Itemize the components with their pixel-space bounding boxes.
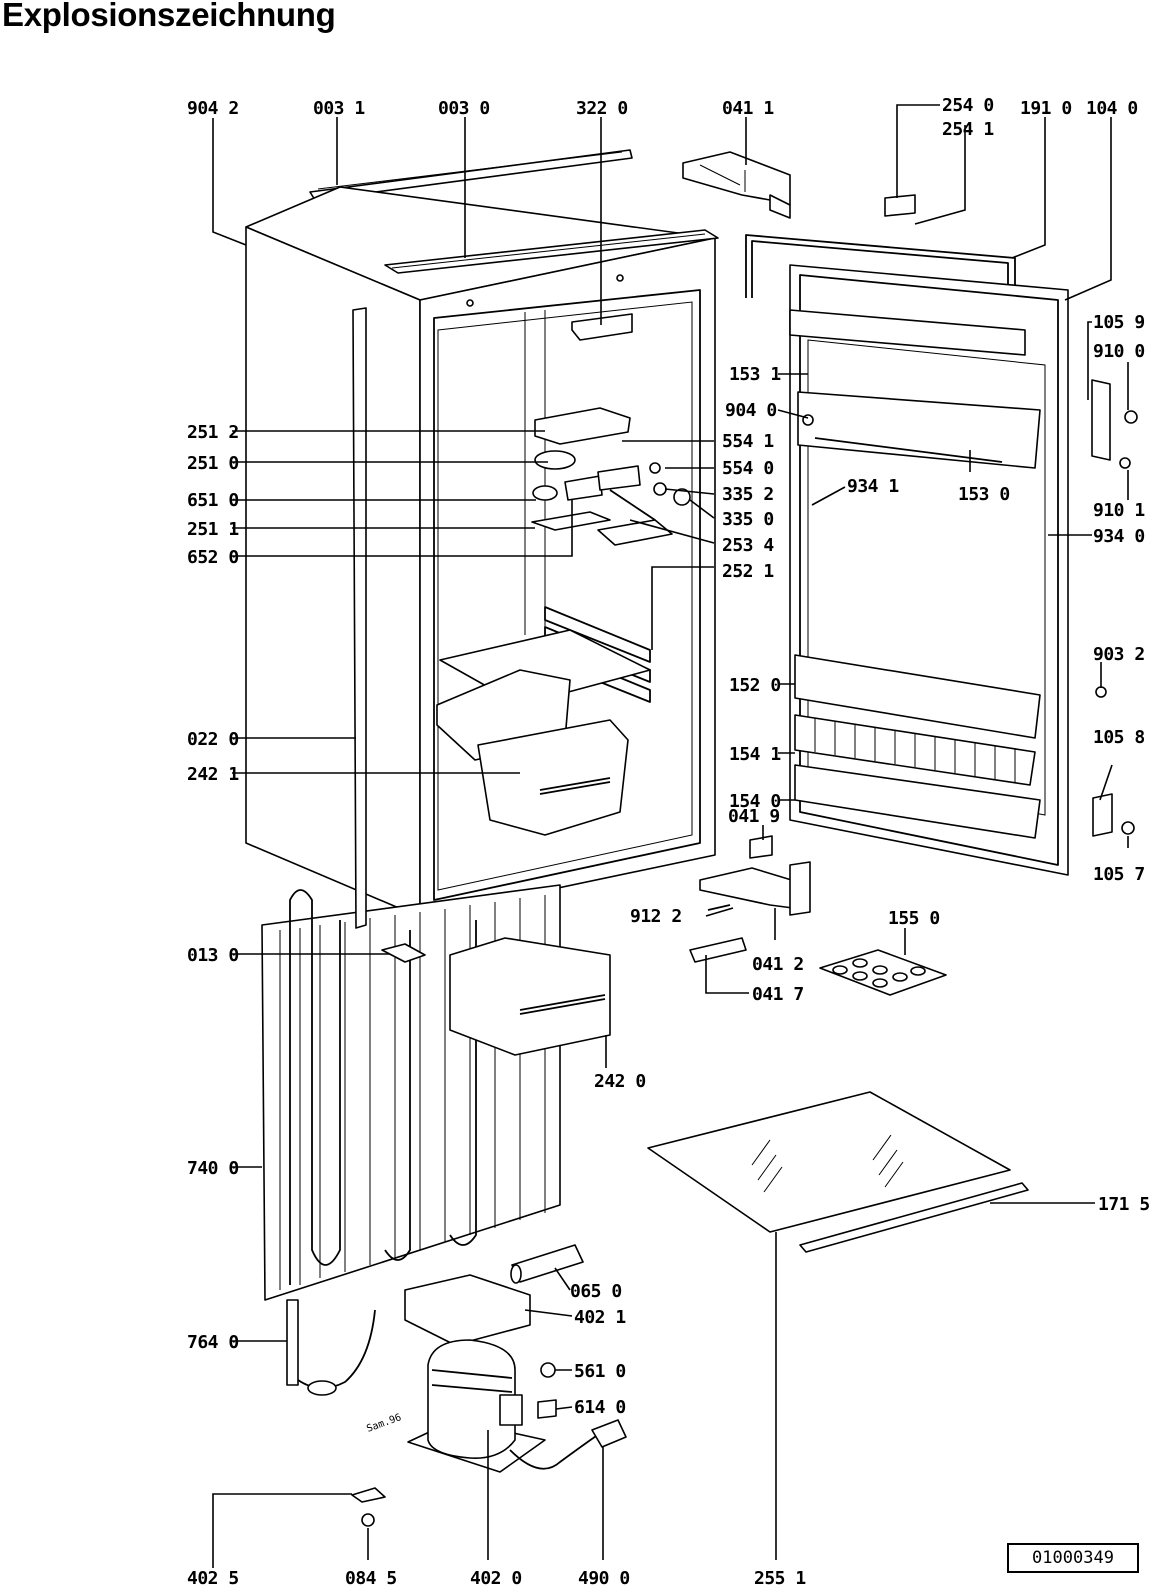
part-drain-tube: [352, 307, 367, 929]
label-041-1: 041 1: [722, 98, 774, 119]
part-grommet: [361, 1513, 375, 1527]
label-651-0: 651 0: [187, 490, 239, 511]
label-191-0: 191 0: [1020, 98, 1072, 119]
document-number-box: 01000349: [1007, 1543, 1139, 1573]
label-904-2: 904 2: [187, 98, 239, 119]
part-561-0: [540, 1362, 556, 1378]
label-335-2: 335 2: [722, 484, 774, 505]
label-402-5: 402 5: [187, 1568, 239, 1586]
label-934-1: 934 1: [847, 476, 899, 497]
part-labels: 904 2 003 1 003 0 322 0 041 1 254 0 254 …: [187, 95, 1150, 1586]
label-912-2: 912 2: [630, 906, 682, 927]
label-105-8: 105 8: [1093, 727, 1145, 748]
stamp-text: Sam.96: [365, 1412, 403, 1435]
label-561-0: 561 0: [574, 1361, 626, 1382]
part-egg-tray: [819, 949, 947, 996]
label-614-0: 614 0: [574, 1397, 626, 1418]
part-glass-shelf: [647, 1091, 1029, 1253]
label-152-0: 152 0: [729, 675, 781, 696]
label-322-0: 322 0: [576, 98, 628, 119]
label-910-1: 910 1: [1093, 500, 1145, 521]
label-934-0: 934 0: [1093, 526, 1145, 547]
label-065-0: 065 0: [570, 1281, 622, 1302]
part-power-cable: [509, 1419, 627, 1470]
label-652-0: 652 0: [187, 547, 239, 568]
label-490-0: 490 0: [578, 1568, 630, 1586]
label-252-1: 252 1: [722, 561, 774, 582]
label-041-2: 041 2: [752, 954, 804, 975]
label-254-1: 254 1: [942, 119, 994, 140]
label-554-0: 554 0: [722, 458, 774, 479]
label-402-0: 402 0: [470, 1568, 522, 1586]
label-003-1: 003 1: [313, 98, 365, 119]
leader-lines: [212, 104, 1129, 1568]
label-022-0: 022 0: [187, 729, 239, 750]
label-105-7: 105 7: [1093, 864, 1145, 885]
label-013-0: 013 0: [187, 945, 239, 966]
label-903-2: 903 2: [1093, 644, 1145, 665]
part-small-hardware: [802, 194, 1138, 837]
label-402-1: 402 1: [574, 1307, 626, 1328]
part-filter: [510, 1244, 584, 1284]
part-door: [789, 264, 1069, 876]
label-105-9: 105 9: [1093, 312, 1145, 333]
label-104-0: 104 0: [1086, 98, 1138, 119]
part-hinge-top: [682, 151, 791, 219]
part-hinge-bottom: [689, 835, 811, 963]
label-251-2: 251 2: [187, 422, 239, 443]
label-904-0: 904 0: [725, 400, 777, 421]
part-cabinet: [245, 186, 719, 918]
part-lower-drawer: [449, 937, 611, 1056]
label-251-1: 251 1: [187, 519, 239, 540]
label-154-0: 154 0: [729, 791, 781, 812]
label-153-1: 153 1: [729, 364, 781, 385]
label-335-0: 335 0: [722, 509, 774, 530]
part-capillary: [286, 1299, 376, 1396]
label-171-5: 171 5: [1098, 1194, 1150, 1215]
label-242-0: 242 0: [594, 1071, 646, 1092]
part-614-0: [537, 1399, 557, 1419]
part-bracket: [381, 943, 426, 963]
label-254-0: 254 0: [942, 95, 994, 116]
label-255-1: 255 1: [754, 1568, 806, 1586]
label-041-9: 041 9: [728, 806, 780, 827]
label-041-7: 041 7: [752, 984, 804, 1005]
label-003-0: 003 0: [438, 98, 490, 119]
label-910-0: 910 0: [1093, 341, 1145, 362]
part-compressor: [407, 1339, 546, 1473]
label-154-1: 154 1: [729, 744, 781, 765]
label-251-0: 251 0: [187, 453, 239, 474]
label-740-0: 740 0: [187, 1158, 239, 1179]
label-153-0: 153 0: [958, 484, 1010, 505]
part-clip: [351, 1487, 386, 1503]
part-top-strip: [309, 149, 633, 201]
label-764-0: 764 0: [187, 1332, 239, 1353]
page-title: Explosionszeichnung: [2, 0, 336, 33]
label-084-5: 084 5: [345, 1568, 397, 1586]
label-253-4: 253 4: [722, 535, 774, 556]
label-242-1: 242 1: [187, 764, 239, 785]
label-155-0: 155 0: [888, 908, 940, 929]
label-554-1: 554 1: [722, 431, 774, 452]
part-compressor-mount: [404, 1274, 531, 1346]
